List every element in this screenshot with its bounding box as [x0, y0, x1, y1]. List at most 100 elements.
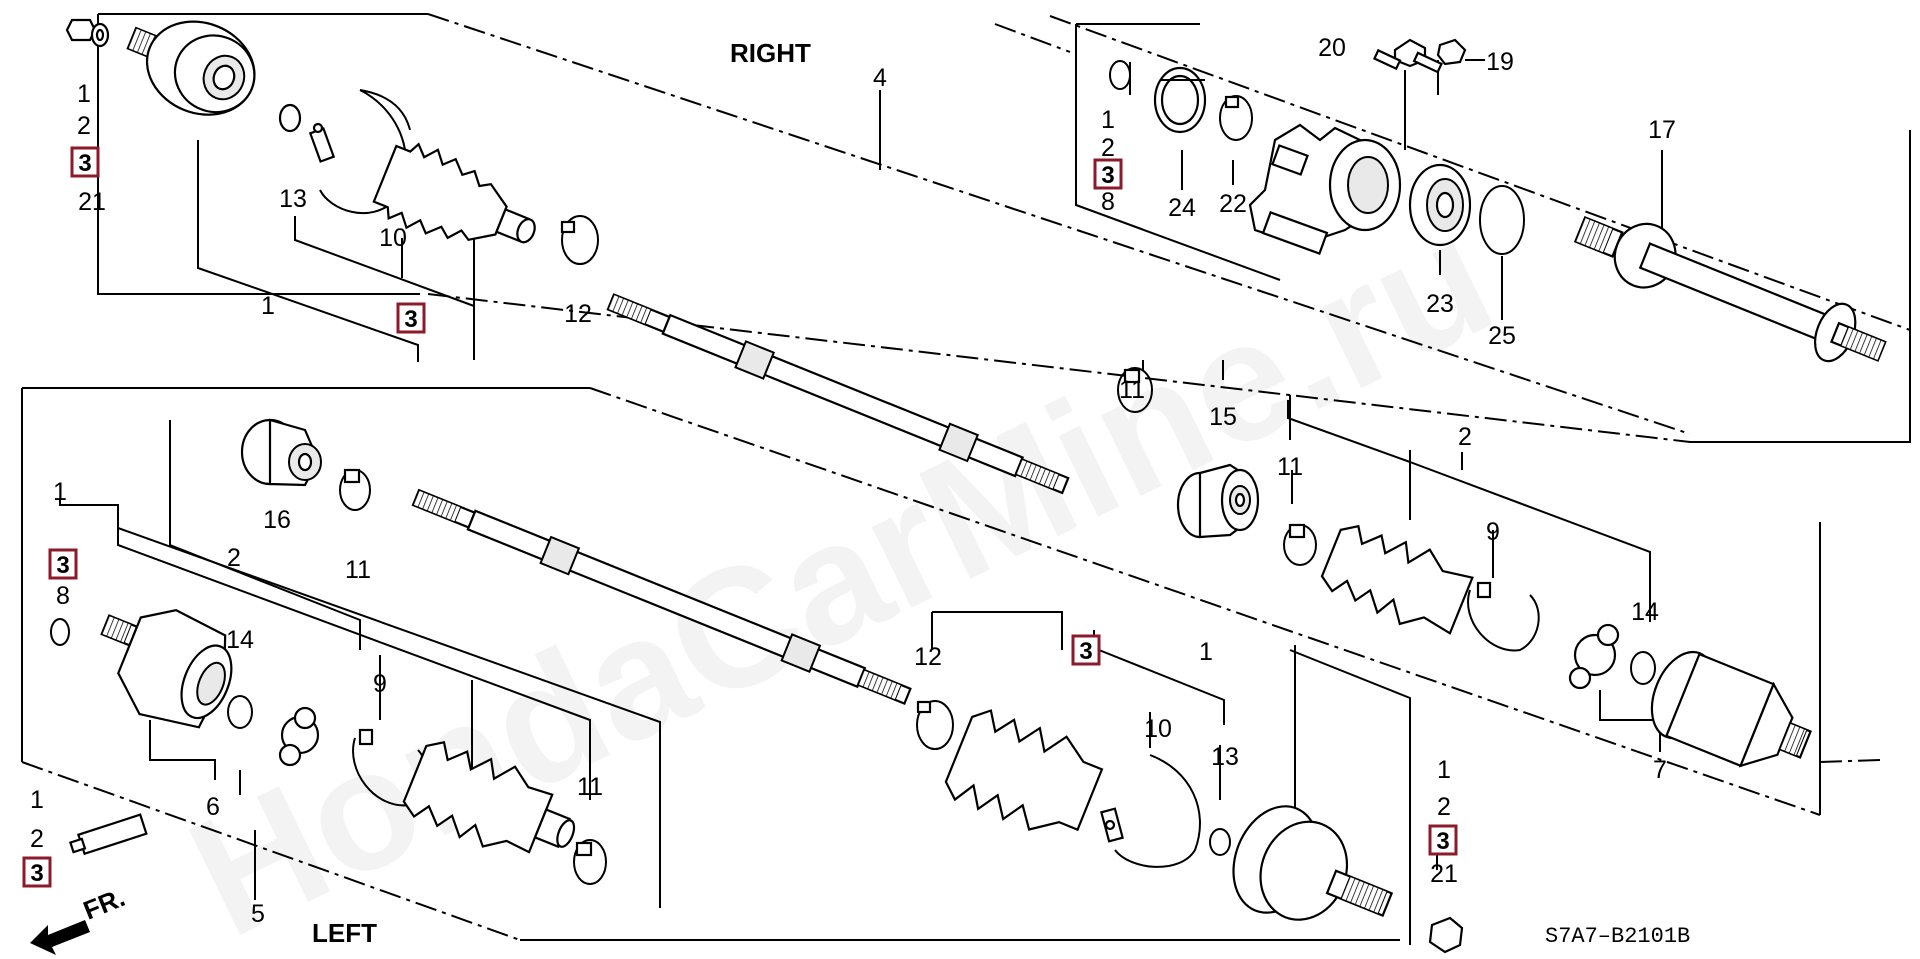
- dust-seal-part: [1153, 66, 1207, 134]
- boot-band-r2-part: [1283, 523, 1317, 566]
- part-label[interactable]: 11: [1119, 376, 1145, 404]
- front-arrow: FR.: [30, 882, 129, 955]
- snap-ring-25-part: [1479, 185, 1525, 255]
- boot-band-11b-part: [339, 468, 371, 511]
- part-label[interactable]: 2: [30, 825, 44, 853]
- part-label[interactable]: 9: [373, 670, 387, 698]
- left-outboard-parts: [916, 700, 1464, 954]
- svg-text:3: 3: [78, 150, 91, 177]
- intermediate-shaft-body: [1573, 215, 1887, 363]
- part-label[interactable]: 2: [1458, 423, 1472, 451]
- outer-cv-joint-part: [126, 20, 256, 116]
- part-label[interactable]: 1: [1437, 756, 1451, 784]
- part-label[interactable]: 9: [1486, 518, 1500, 546]
- left-section-frame: [21, 387, 1881, 941]
- right-inboard-parts: [1283, 523, 1812, 768]
- inner-joint-16-part: [240, 418, 322, 487]
- clip-part: [1219, 95, 1253, 141]
- part-label[interactable]: 1: [30, 786, 44, 814]
- part-label[interactable]: 2: [227, 544, 241, 572]
- diagram-code: S7A7–B2101B: [1545, 924, 1690, 949]
- part-label[interactable]: 25: [1488, 322, 1516, 350]
- part-label[interactable]: 1: [1199, 638, 1213, 666]
- part-label[interactable]: 20: [1318, 34, 1346, 62]
- part-label[interactable]: 7: [1653, 756, 1667, 784]
- spindle-nut-b-part: [1428, 916, 1464, 954]
- bearing-part: [1408, 163, 1472, 247]
- part-label[interactable]: 21: [78, 188, 106, 216]
- front-arrow-label: FR.: [79, 882, 129, 926]
- part-label[interactable]: 1: [77, 80, 91, 108]
- part-label[interactable]: 17: [1648, 116, 1676, 144]
- part-label[interactable]: 19: [1486, 48, 1514, 76]
- spider-l-part: [278, 706, 320, 767]
- ref-tag[interactable]: 3: [1093, 158, 1123, 190]
- part-label[interactable]: 1: [261, 292, 275, 320]
- part-label[interactable]: 12: [564, 300, 592, 328]
- part-label[interactable]: 14: [1631, 598, 1659, 626]
- ref-tag[interactable]: 3: [1428, 824, 1458, 856]
- boot-band-small-part: [560, 215, 599, 265]
- part-label[interactable]: 1: [1101, 106, 1115, 134]
- part-number-labels: 1 2 21 13 10 1 12 4 1 2 8 24 22 20 19 23…: [30, 34, 1676, 928]
- part-label[interactable]: 24: [1168, 194, 1196, 222]
- part-label[interactable]: 13: [1211, 743, 1239, 771]
- ref-tag[interactable]: 3: [70, 146, 100, 178]
- ref-tag[interactable]: 3: [22, 856, 52, 888]
- part-label[interactable]: 6: [206, 793, 220, 821]
- right-section-title: RIGHT: [730, 38, 811, 68]
- boot-outboard-part: [944, 709, 1104, 832]
- circlip-14-part: [227, 695, 253, 729]
- spider-part: [1568, 623, 1656, 690]
- part-label[interactable]: 12: [914, 643, 942, 671]
- grease-tube-part: [69, 813, 148, 856]
- bearing-support-part: [1248, 123, 1402, 256]
- part-label[interactable]: 11: [345, 556, 371, 584]
- left-section-title: LEFT: [312, 918, 377, 948]
- boot-band-12-part: [916, 700, 954, 750]
- part-label[interactable]: 14: [226, 626, 254, 654]
- part-label[interactable]: 10: [1144, 715, 1172, 743]
- svg-text:3: 3: [56, 552, 69, 579]
- part-label[interactable]: 2: [77, 112, 91, 140]
- svg-text:3: 3: [30, 860, 43, 887]
- part-label[interactable]: 16: [263, 506, 291, 534]
- circlip-part: [278, 103, 302, 133]
- right-driveshaft-parts: [65, 18, 1070, 495]
- part-label[interactable]: 8: [56, 582, 70, 610]
- part-label[interactable]: 8: [1101, 188, 1115, 216]
- spindle-nut-part: [65, 18, 110, 48]
- part-label[interactable]: 10: [379, 224, 407, 252]
- part-label[interactable]: 11: [577, 773, 603, 801]
- boot-band-11-part: [1117, 367, 1153, 413]
- svg-text:3: 3: [1436, 828, 1449, 855]
- circlip-13-part: [1209, 828, 1231, 856]
- ref-tag[interactable]: 3: [396, 302, 426, 334]
- boot-band-10-part: [1100, 754, 1201, 868]
- part-label[interactable]: 2: [1437, 793, 1451, 821]
- boot-l-part: [402, 741, 576, 854]
- part-label[interactable]: 13: [279, 185, 307, 213]
- boot-band-11l-part: [573, 839, 607, 885]
- outer-joint-l-part: [1232, 805, 1394, 921]
- ref-tag[interactable]: 3: [1071, 634, 1101, 666]
- bolt-19-part: [1412, 38, 1467, 74]
- inboard-joint-6-part: [100, 609, 233, 729]
- part-label[interactable]: 23: [1426, 290, 1454, 318]
- inboard-boot-part: [1320, 524, 1474, 635]
- part-label[interactable]: 11: [1277, 453, 1303, 481]
- part-label[interactable]: 1: [53, 478, 67, 506]
- left-lower-parts: [50, 609, 607, 885]
- part-label[interactable]: 21: [1430, 860, 1458, 888]
- leader-lines: [59, 60, 1663, 945]
- part-label[interactable]: 4: [873, 64, 887, 92]
- part-label[interactable]: 5: [251, 900, 265, 928]
- part-label[interactable]: 2: [1101, 134, 1115, 162]
- ref-tag[interactable]: 3: [48, 548, 78, 580]
- circlip-8-part: [50, 618, 70, 646]
- part-label[interactable]: 15: [1209, 403, 1237, 431]
- svg-text:3: 3: [404, 306, 417, 333]
- snap-ring-part: [1109, 60, 1131, 90]
- part-label[interactable]: 22: [1219, 190, 1247, 218]
